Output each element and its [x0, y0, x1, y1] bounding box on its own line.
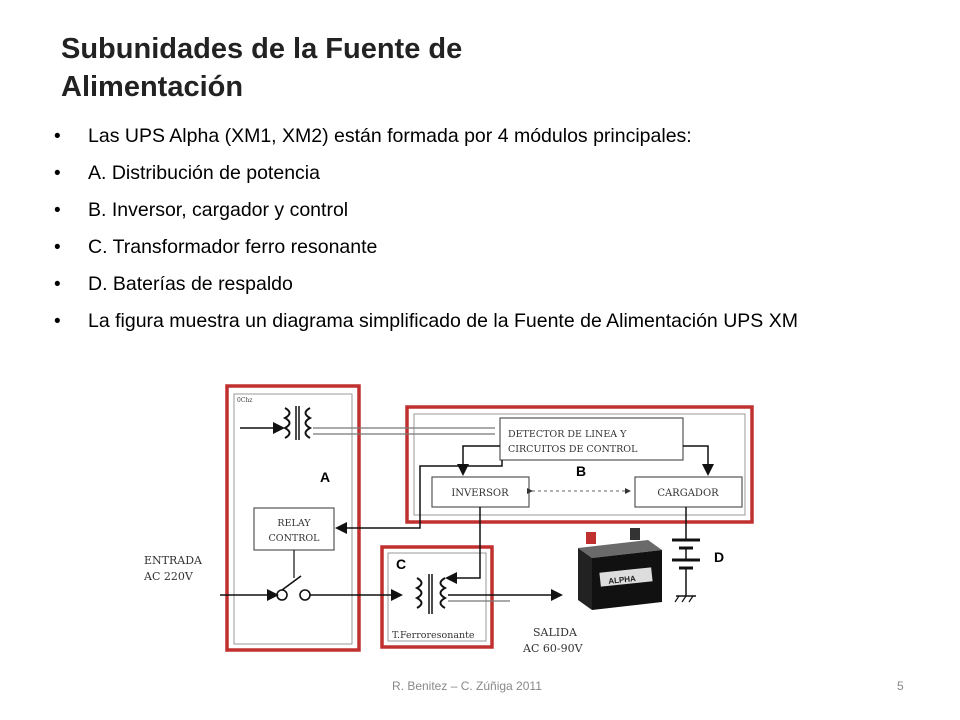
bullet-item: A. Distribución de potencia — [50, 161, 920, 186]
output-label-2: AC 60-90V — [522, 642, 584, 655]
bullet-item: La figura muestra un diagrama simplifica… — [50, 309, 920, 334]
battery-symbol-icon — [672, 538, 700, 603]
input-label-2: AC 220V — [143, 570, 194, 583]
detector-label-2: CIRCUITOS DE CONTROL — [508, 444, 638, 455]
title-line-2: Alimentación — [61, 71, 244, 103]
ferro-transformer-icon — [414, 574, 448, 614]
output-label-1: SALIDA — [533, 626, 578, 639]
detector-box — [499, 417, 684, 461]
distribution-transformer-icon — [282, 406, 313, 440]
small-label: 0Chz — [237, 397, 252, 404]
module-a-label: A — [320, 469, 330, 485]
bullet-list: Las UPS Alpha (XM1, XM2) están formada p… — [50, 124, 920, 346]
bullet-item: C. Transformador ferro resonante — [50, 235, 920, 260]
module-c-outline — [380, 545, 494, 649]
title-line-1: Subunidades de la Fuente de — [61, 33, 463, 65]
relay-label-1: RELAY — [277, 518, 311, 529]
charger-label: CARGADOR — [657, 488, 719, 499]
relay-label-2: CONTROL — [269, 533, 321, 544]
module-b-outline — [405, 405, 754, 524]
slide-title: Subunidades de la Fuente de Alimentación — [61, 30, 621, 106]
detector-label-1: DETECTOR DE LINEA Y — [508, 429, 627, 440]
footer-credit: R. Benitez – C. Zúñiga 2011 — [392, 679, 542, 693]
input-label-1: ENTRADA — [144, 554, 203, 567]
relay-switch-icon — [276, 550, 311, 601]
page-number: 5 — [897, 679, 904, 693]
bullet-item: Las UPS Alpha (XM1, XM2) están formada p… — [50, 124, 920, 149]
battery-brand: ALPHA — [608, 574, 637, 586]
module-d-label: D — [714, 549, 724, 565]
bullet-item: D. Baterías de respaldo — [50, 272, 920, 297]
ferro-label: T.Ferroresonante — [392, 630, 475, 641]
relay-control-box — [253, 507, 335, 551]
charger-box — [634, 476, 743, 508]
inverter-label: INVERSOR — [451, 488, 509, 499]
module-c-label: C — [396, 556, 406, 572]
bullet-item: B. Inversor, cargador y control — [50, 198, 920, 223]
module-b-label: B — [576, 463, 586, 479]
ups-block-diagram: 0Chz A RELAY CONTROL ENTRADA AC 220V DET… — [143, 384, 754, 655]
module-a-outline — [225, 384, 361, 652]
battery-picture-icon: ALPHA — [578, 528, 662, 610]
